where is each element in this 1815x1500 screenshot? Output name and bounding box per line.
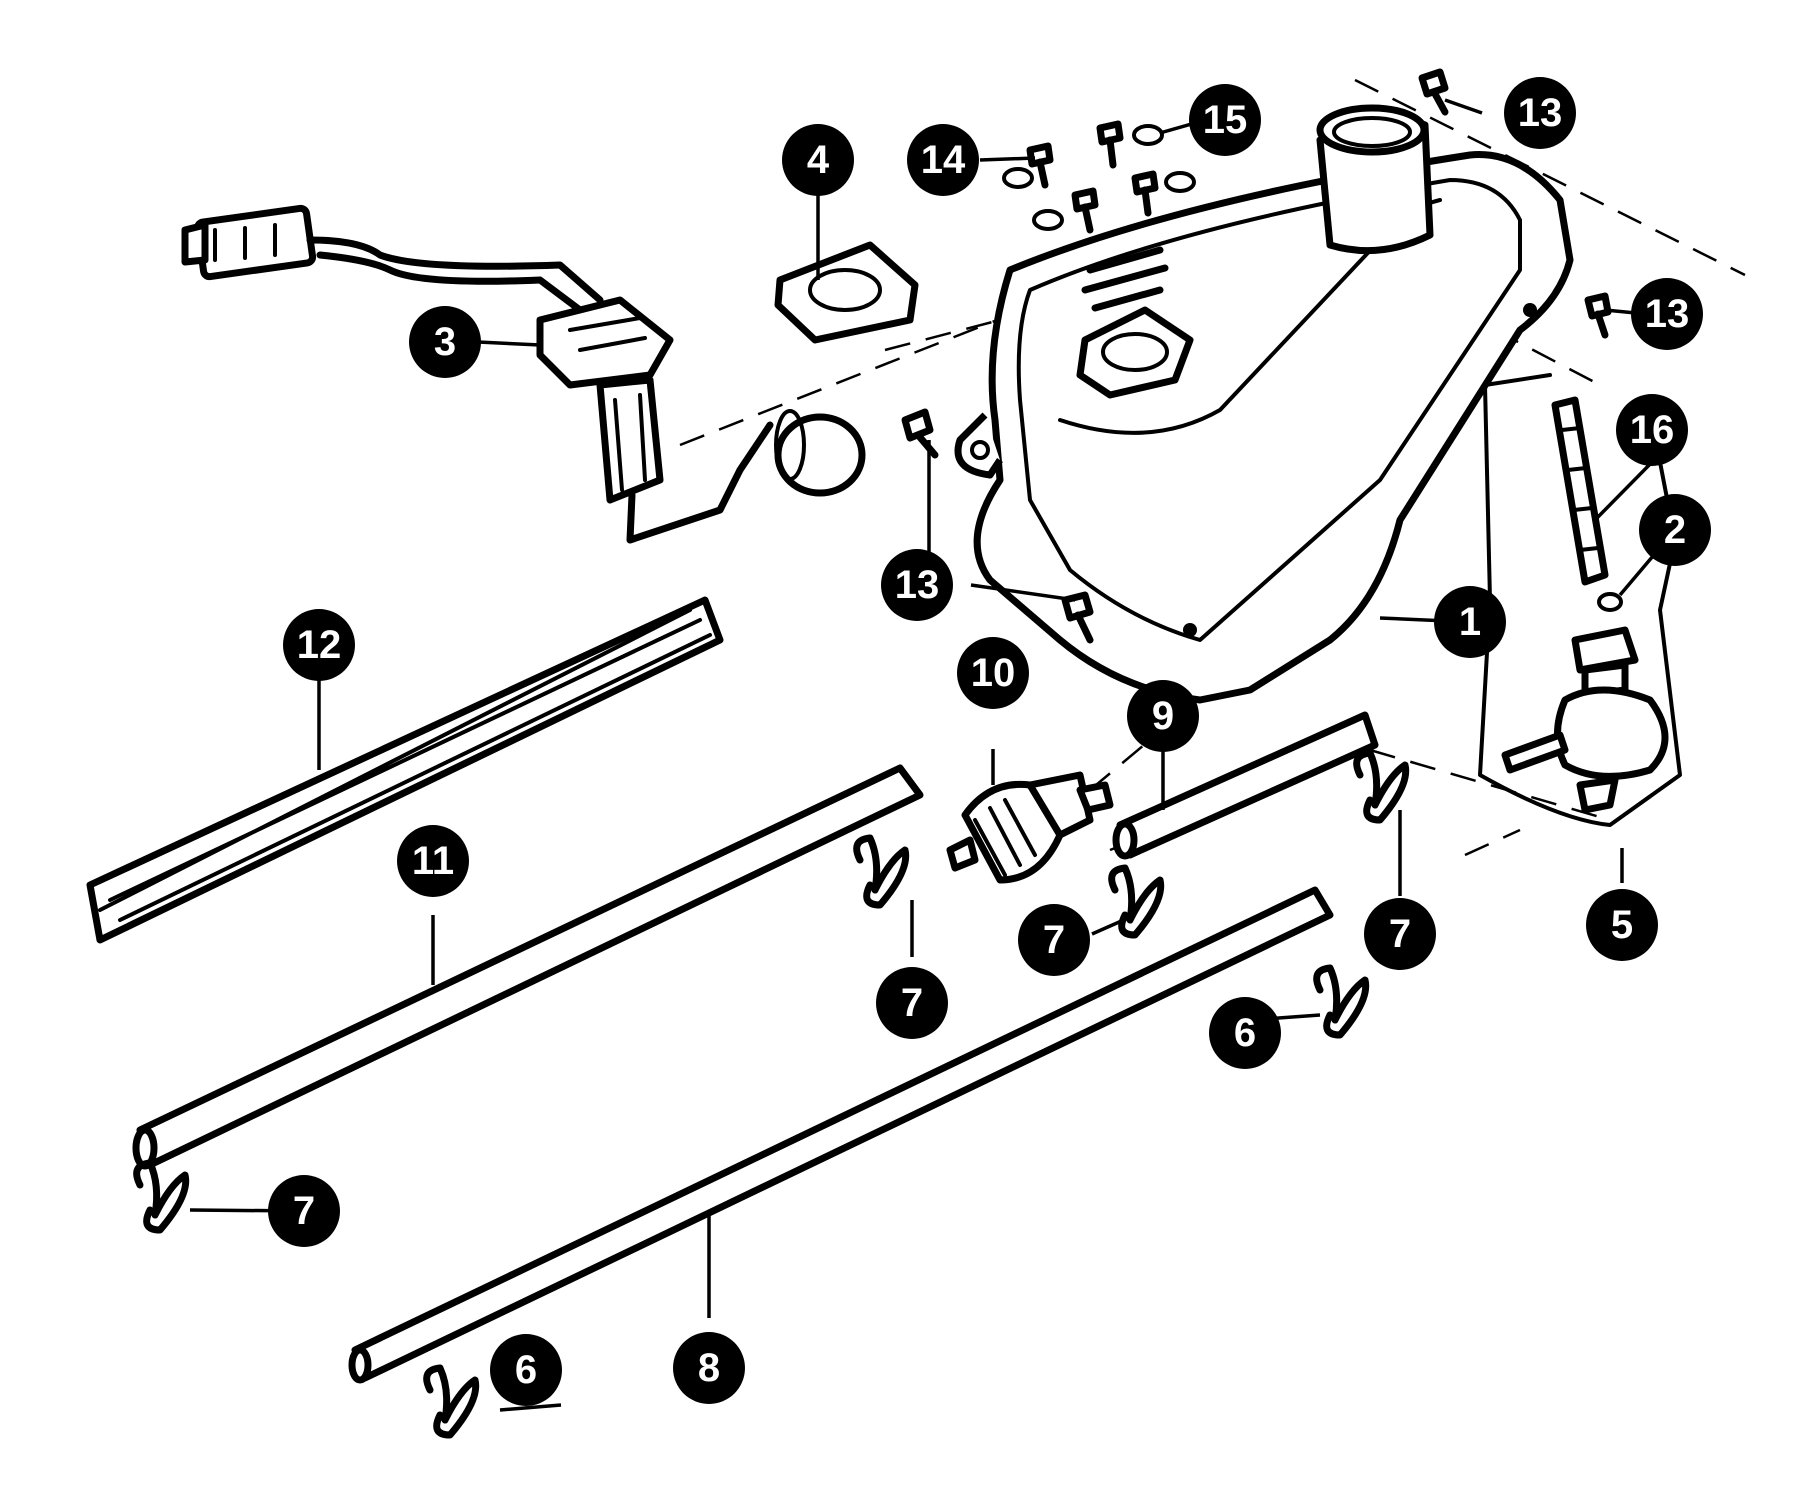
callout-7b: 7 [1018, 904, 1090, 976]
callout-7c: 7 [1364, 898, 1436, 970]
callout-13c: 13 [881, 549, 953, 621]
svg-text:5: 5 [1611, 903, 1633, 947]
svg-text:15: 15 [1203, 98, 1248, 142]
svg-text:8: 8 [698, 1346, 720, 1390]
svg-text:13: 13 [1645, 292, 1690, 336]
svg-text:4: 4 [807, 138, 830, 182]
svg-text:3: 3 [434, 320, 456, 364]
callout-8: 8 [673, 1332, 745, 1404]
hose-clamps [133, 749, 1410, 1439]
callout-2: 2 [1639, 494, 1711, 566]
callout-15: 15 [1189, 84, 1261, 156]
callout-7d: 7 [268, 1175, 340, 1247]
callout-3: 3 [409, 306, 481, 378]
svg-text:16: 16 [1630, 408, 1675, 452]
o-ring [1597, 592, 1623, 612]
callout-11: 11 [397, 825, 469, 897]
fuel-cock [1478, 373, 1682, 827]
svg-text:13: 13 [895, 563, 940, 607]
callout-5: 5 [1586, 889, 1658, 961]
callout-16: 16 [1616, 394, 1688, 466]
fuel-hose-lower [348, 886, 1334, 1384]
svg-text:7: 7 [1043, 918, 1065, 962]
callout-10: 10 [957, 637, 1029, 709]
svg-text:10: 10 [971, 651, 1016, 695]
svg-text:11: 11 [412, 839, 454, 883]
fuel-tank [954, 104, 1574, 704]
svg-text:12: 12 [297, 623, 342, 667]
callout-14: 14 [907, 124, 979, 196]
screws-and-washers [1002, 120, 1196, 234]
callout-1: 1 [1434, 586, 1506, 658]
svg-text:1: 1 [1459, 600, 1481, 644]
fuel-level-sender [181, 204, 866, 544]
pump-gasket [774, 241, 919, 344]
svg-text:13: 13 [1518, 91, 1563, 135]
callout-13a: 13 [1504, 77, 1576, 149]
fuel-hose-short [1112, 711, 1379, 860]
svg-text:7: 7 [1389, 912, 1411, 956]
fuel-hose-long [132, 764, 924, 1170]
callout-7a: 7 [876, 967, 948, 1039]
protective-sleeve [86, 596, 724, 944]
fuel-filter [946, 771, 1114, 884]
svg-text:9: 9 [1152, 694, 1174, 738]
callout-13b: 13 [1631, 278, 1703, 350]
callout-6a: 6 [1209, 997, 1281, 1069]
svg-text:2: 2 [1664, 508, 1686, 552]
callout-12: 12 [283, 609, 355, 681]
callout-6b: 6 [490, 1334, 562, 1406]
callout-9: 9 [1127, 680, 1199, 752]
strainer [1551, 396, 1609, 586]
callout-4: 4 [782, 124, 854, 196]
svg-text:7: 7 [293, 1189, 315, 1233]
svg-text:6: 6 [515, 1348, 537, 1392]
svg-text:7: 7 [901, 981, 923, 1025]
svg-text:14: 14 [921, 138, 966, 182]
svg-text:6: 6 [1234, 1011, 1256, 1055]
